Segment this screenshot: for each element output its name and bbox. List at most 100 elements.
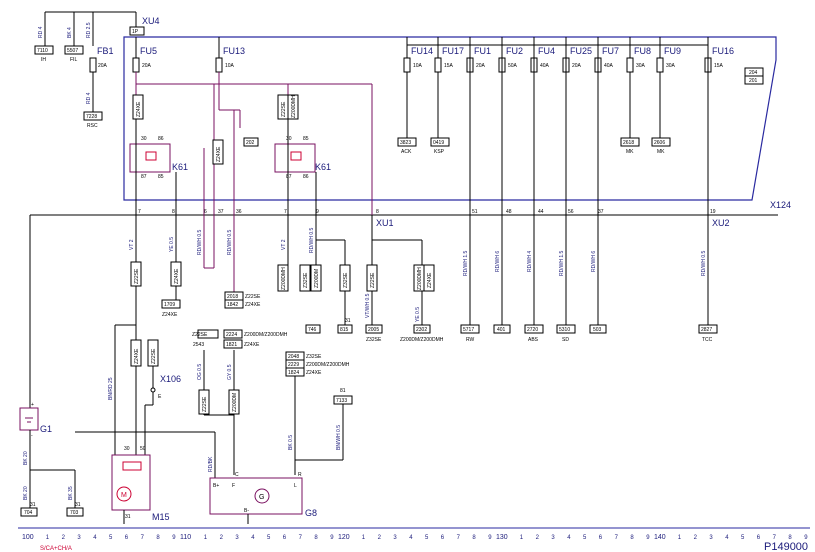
svg-text:30: 30 [286, 136, 292, 142]
ref-2606-num: 2606 [654, 140, 665, 146]
fuse-name: FU9 [664, 46, 681, 56]
svg-text:503: 503 [593, 327, 602, 333]
svg-text:F: F [232, 483, 235, 489]
fuse-name: FU8 [634, 46, 651, 56]
x124-label: X124 [770, 200, 791, 210]
fuse-fu25: FU25 20A [562, 37, 592, 73]
fuse-name: FU25 [570, 46, 592, 56]
svg-text:B+: B+ [213, 483, 219, 489]
ruler-minor: 5 [267, 535, 271, 541]
svg-text:2229: 2229 [288, 362, 299, 368]
bus-pin: 48 [506, 209, 512, 215]
svg-text:1824: 1824 [288, 370, 299, 376]
ref-201-num: 201 [749, 78, 758, 84]
bus-pin: 9 [316, 209, 319, 215]
fuse-name: FU17 [442, 46, 464, 56]
svg-text:Z24XE: Z24XE [162, 312, 178, 318]
svg-text:SD: SD [562, 337, 569, 343]
ruler-minor: 8 [314, 535, 318, 541]
svg-text:87: 87 [141, 174, 147, 180]
svg-text:RD/WH 0.5: RD/WH 0.5 [309, 228, 315, 254]
inline-z24xe-1: Z24XE [136, 101, 142, 117]
svg-text:Z22SE: Z22SE [151, 348, 157, 364]
fuse-name: FU7 [602, 46, 619, 56]
svg-text:Z24XE: Z24XE [306, 370, 322, 376]
svg-text:Z24XE: Z24XE [244, 342, 260, 348]
svg-text:TCC: TCC [702, 337, 713, 343]
ruler-minor: 6 [599, 535, 603, 541]
ruler-minor: 2 [62, 535, 66, 541]
fuse-rating: 20A [572, 63, 582, 69]
ref-7110-num: 7110 [37, 48, 48, 54]
ref-5507-box [64, 45, 84, 55]
svg-text:86: 86 [158, 136, 164, 142]
svg-text:VT 2: VT 2 [281, 239, 287, 250]
ruler-minor: 2 [536, 535, 540, 541]
bus-pin: 7 [284, 209, 287, 215]
m15-starter [111, 454, 151, 511]
ruler-minor: 7 [773, 535, 777, 541]
svg-text:M: M [121, 492, 127, 499]
svg-text:Z32SE: Z32SE [366, 337, 382, 343]
xu1-label: XU1 [376, 218, 394, 228]
bus-pin: 6 [204, 209, 207, 215]
top-wire-label-3: RD 2.5 [86, 22, 92, 38]
top-wire-label-1: RD 4 [38, 26, 44, 38]
fuse-name: FU1 [474, 46, 491, 56]
bus-pin: 19 [710, 209, 716, 215]
diagram-code: P149000 [764, 541, 808, 552]
svg-text:2827: 2827 [701, 327, 712, 333]
svg-text:RD/WH 0.5: RD/WH 0.5 [701, 251, 707, 277]
ruler-minor: 5 [425, 535, 429, 541]
g1-battery [19, 407, 39, 431]
ruler-minor: 4 [409, 535, 413, 541]
svg-text:30: 30 [124, 446, 130, 452]
inline-z24xe-2: Z24XE [216, 146, 222, 162]
svg-text:31: 31 [125, 514, 131, 520]
svg-text:+: + [31, 402, 34, 408]
svg-text:81: 81 [340, 388, 346, 394]
fuse-ref-boxes: 3823 ACK 0419 KSP 2618 MK 2606 MK 204 20… [397, 67, 764, 155]
fuse-rating: 30A [636, 63, 646, 69]
ruler-minor: 2 [694, 535, 698, 541]
ref-5507-num: 5507 [67, 48, 78, 54]
top-wire-label-4: RD 4 [86, 92, 92, 104]
svg-text:RD/WH 0.5: RD/WH 0.5 [197, 230, 203, 256]
ruler-minor: 3 [235, 535, 239, 541]
svg-text:5717: 5717 [463, 327, 474, 333]
svg-text:OG 0.5: OG 0.5 [197, 364, 203, 380]
ref-2618-label: MK [626, 149, 634, 155]
fuse-row: FU520AFU1310AFU1410AFU1715AFU120AFU250AF… [132, 37, 734, 138]
svg-text:2224: 2224 [226, 332, 237, 338]
svg-text:5310: 5310 [559, 327, 570, 333]
svg-text:703: 703 [70, 510, 79, 516]
ruler-minor: 5 [741, 535, 745, 541]
svg-text:7133: 7133 [336, 398, 347, 404]
svg-text:704: 704 [24, 510, 33, 516]
svg-text:BK 20: BK 20 [23, 486, 29, 500]
svg-text:Z32SE: Z32SE [343, 272, 349, 288]
svg-text:401: 401 [497, 327, 506, 333]
ruler-major: 140 [654, 534, 666, 541]
fuse-name: FU13 [223, 46, 245, 56]
g8-label: G8 [305, 508, 317, 518]
fuse-name: FU16 [712, 46, 734, 56]
bus-pin: 8 [172, 209, 175, 215]
ruler-minor: 5 [109, 535, 113, 541]
ruler-major: 110 [180, 534, 191, 541]
svg-text:31: 31 [30, 502, 36, 508]
inline-z22se-1: Z22SE [281, 101, 287, 117]
svg-text:BK 20: BK 20 [23, 451, 29, 465]
svg-text:746: 746 [308, 327, 317, 333]
inline-z200dmh-1: Z200DMH [291, 95, 297, 118]
xu4-pin: 1P [132, 29, 139, 35]
fuse-name: FU5 [140, 46, 157, 56]
fb1-label: FB1 [97, 46, 114, 56]
svg-text:Z22SE: Z22SE [370, 272, 376, 288]
